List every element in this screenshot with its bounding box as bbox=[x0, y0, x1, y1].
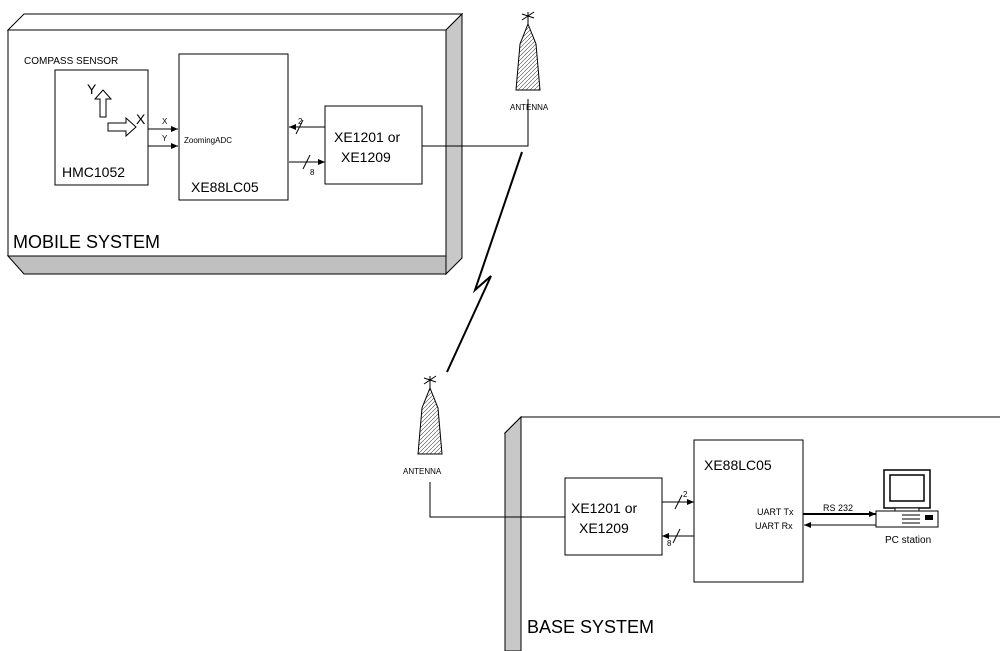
mobile-bus-2-label: 2 bbox=[298, 117, 303, 126]
mobile-bus-8-slash bbox=[302, 154, 311, 170]
mobile-transceiver-line2: XE1209 bbox=[341, 149, 391, 165]
base-bus-8-slash bbox=[672, 528, 681, 544]
sensor-chip-label: HMC1052 bbox=[62, 164, 125, 180]
base-transceiver-block bbox=[564, 477, 663, 556]
base-bus-2-label: 2 bbox=[683, 490, 688, 499]
base-antenna-feed bbox=[429, 482, 565, 518]
mobile-bus-2-slash bbox=[295, 119, 304, 135]
mobile-antenna-label: ANTENNA bbox=[510, 103, 549, 112]
base-transceiver-line2: XE1209 bbox=[579, 520, 629, 536]
signal-y-label: Y bbox=[162, 134, 168, 143]
mobile-system-title: MOBILE SYSTEM bbox=[13, 232, 160, 252]
x-axis-arrow-icon bbox=[107, 116, 137, 138]
base-bus-2-slash bbox=[674, 494, 683, 510]
uart-tx-label: UART Tx bbox=[757, 507, 794, 517]
base-mcu-label: XE88LC05 bbox=[704, 457, 772, 473]
compass-sensor-label: COMPASS SENSOR bbox=[24, 56, 118, 67]
radio-link-icon bbox=[446, 151, 523, 373]
base-bus-8-label: 8 bbox=[667, 539, 672, 548]
adc-label: ZoomingADC bbox=[184, 136, 232, 145]
sensor-axis-x: X bbox=[136, 111, 146, 127]
base-mcu-block bbox=[693, 439, 804, 583]
mobile-mcu-block bbox=[178, 53, 289, 201]
base-antenna-label: ANTENNA bbox=[403, 467, 442, 476]
y-axis-arrow-icon bbox=[93, 89, 113, 118]
pc-station-label: PC station bbox=[885, 535, 931, 546]
uart-rx-label: UART Rx bbox=[755, 521, 793, 531]
sensor-axis-y: Y bbox=[87, 81, 97, 97]
mobile-bus-8-label: 8 bbox=[310, 168, 315, 177]
signal-x-label: X bbox=[162, 117, 168, 126]
mobile-mcu-label: XE88LC05 bbox=[191, 179, 259, 195]
mobile-antenna-icon bbox=[515, 11, 541, 91]
rs232-label: RS 232 bbox=[823, 503, 853, 513]
base-transceiver-line1: XE1201 or bbox=[571, 500, 637, 516]
base-system-title: BASE SYSTEM bbox=[527, 617, 654, 637]
pc-station-icon bbox=[875, 469, 939, 528]
mobile-transceiver-line1: XE1201 or bbox=[334, 129, 400, 145]
mobile-transceiver-block bbox=[324, 105, 423, 185]
base-antenna-icon bbox=[417, 375, 443, 455]
mobile-antenna-feed bbox=[422, 99, 529, 147]
